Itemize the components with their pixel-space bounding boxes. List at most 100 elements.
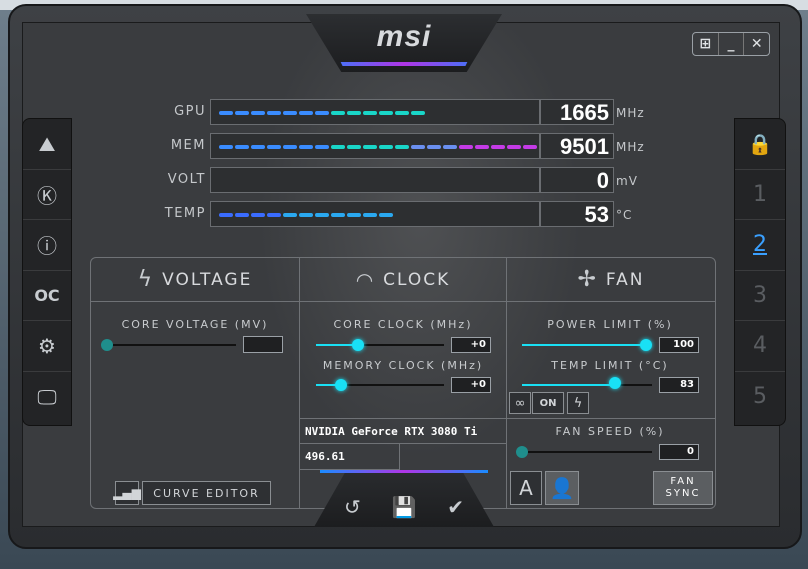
- meter-segment: [251, 213, 265, 217]
- lightning-icon[interactable]: ϟ: [567, 392, 589, 414]
- gpu-unit: MHz: [616, 106, 645, 120]
- meter-segment: [267, 213, 281, 217]
- gpu-value: 1665: [540, 99, 614, 125]
- fan-sync-button[interactable]: FAN SYNC: [653, 471, 713, 505]
- power-limit-track[interactable]: [522, 344, 652, 346]
- fan-icon: ✢: [577, 267, 598, 292]
- lock-icon[interactable]: 🔒: [735, 119, 785, 170]
- temp-value: 53: [540, 201, 614, 227]
- curve-editor-button[interactable]: CURVE EDITOR: [142, 481, 271, 505]
- fan-header: ✢ FAN: [507, 258, 715, 302]
- meter-segment: [363, 145, 377, 149]
- meter-segment: [363, 213, 377, 217]
- memory-clock-slider[interactable]: [335, 379, 347, 391]
- k-boost-icon[interactable]: Ⓚ: [23, 170, 71, 220]
- temp-unit: °C: [616, 208, 633, 222]
- meter-segment: [347, 111, 361, 115]
- bottom-action-badge: [314, 470, 494, 527]
- meter-segment: [475, 145, 489, 149]
- profile-sidebar: 🔒 1 2 3 4 5: [734, 118, 786, 426]
- close-button[interactable]: ✕: [750, 36, 763, 52]
- volt-label: VOLT: [167, 172, 206, 187]
- meter-segment: [507, 145, 521, 149]
- bottom-badge-accent: [320, 470, 488, 473]
- meter-segment: [331, 145, 345, 149]
- gpu-label: GPU: [174, 104, 206, 119]
- power-limit-input[interactable]: 100: [659, 337, 699, 353]
- temp-limit-track[interactable]: [522, 384, 652, 386]
- core-voltage-slider[interactable]: [101, 339, 113, 351]
- meter-segment: [219, 213, 233, 217]
- core-voltage-track[interactable]: [106, 344, 236, 346]
- link-icon[interactable]: ∞: [509, 392, 531, 414]
- voltage-row: VOLT 0 mV: [150, 167, 670, 193]
- meter-segment: [395, 145, 409, 149]
- meter-segment: [299, 111, 313, 115]
- top-badge-accent: [340, 62, 468, 66]
- profile-4[interactable]: 4: [735, 321, 785, 372]
- gpu-name: NVIDIA GeForce RTX 3080 Ti: [300, 418, 506, 444]
- profile-2[interactable]: 2: [735, 220, 785, 271]
- curve-editor-icon[interactable]: ▂▄▆: [113, 481, 141, 505]
- fan-divider: [507, 418, 715, 419]
- fan-speed-label: FAN SPEED (%): [555, 425, 665, 438]
- fan-speed-slider[interactable]: [516, 446, 528, 458]
- info-icon[interactable]: ⓘ: [23, 220, 71, 271]
- profile-3[interactable]: 3: [735, 271, 785, 321]
- mem-unit: MHz: [616, 140, 645, 154]
- core-clock-input[interactable]: +0: [451, 337, 491, 353]
- memory-clock-fill: [316, 384, 341, 386]
- fan-speed-track[interactable]: [522, 451, 652, 453]
- memory-clock-track[interactable]: [316, 384, 444, 386]
- meter-segment: [523, 145, 537, 149]
- temp-bar: [210, 201, 540, 227]
- profile-5[interactable]: 5: [753, 384, 767, 410]
- gpu-clock-row: GPU 1665 MHz: [150, 99, 670, 125]
- power-limit-label: POWER LIMIT (%): [547, 318, 673, 331]
- meter-segment: [219, 145, 233, 149]
- meter-segment: [315, 111, 329, 115]
- settings-icon[interactable]: ⚙: [23, 321, 71, 372]
- core-clock-track[interactable]: [316, 344, 444, 346]
- reset-icon[interactable]: ↺: [344, 495, 361, 519]
- volt-unit: mV: [616, 174, 638, 188]
- link-on-button[interactable]: ON: [532, 392, 564, 414]
- temp-limit-input[interactable]: 83: [659, 377, 699, 393]
- msi-logo-icon[interactable]: ⛰: [23, 119, 71, 170]
- power-limit-slider[interactable]: [640, 339, 652, 351]
- meter-segment: [299, 213, 313, 217]
- temp-limit-slider[interactable]: [609, 377, 621, 389]
- fan-auto-button[interactable]: A: [510, 471, 542, 505]
- meter-segment: [315, 213, 329, 217]
- core-voltage-input[interactable]: [243, 336, 283, 353]
- monitoring-icon[interactable]: 🖵: [37, 384, 57, 409]
- user-fan-icon[interactable]: 👤: [545, 471, 579, 505]
- profile-1[interactable]: 1: [735, 170, 785, 220]
- meter-segment: [283, 213, 297, 217]
- meter-segment: [347, 213, 361, 217]
- meter-segment: [491, 145, 505, 149]
- gpu-bar: [210, 99, 540, 125]
- oc-scanner-icon[interactable]: OC: [23, 271, 71, 321]
- meter-segment: [331, 111, 345, 115]
- meter-segment: [235, 145, 249, 149]
- apply-icon[interactable]: ✔: [447, 495, 464, 519]
- fan-speed-input[interactable]: 0: [659, 444, 699, 460]
- panel-divider: [299, 257, 300, 509]
- meter-segment: [315, 145, 329, 149]
- memory-clock-input[interactable]: +0: [451, 377, 491, 393]
- core-clock-slider[interactable]: [352, 339, 364, 351]
- windows-icon[interactable]: ⊞: [693, 33, 719, 55]
- meter-segment: [459, 145, 473, 149]
- core-voltage-label: CORE VOLTAGE (MV): [121, 318, 269, 331]
- minimize-button[interactable]: _: [719, 33, 745, 55]
- meter-segment: [379, 111, 393, 115]
- meter-segment: [283, 145, 297, 149]
- meter-segment: [267, 145, 281, 149]
- meter-segment: [411, 145, 425, 149]
- driver-version: 496.61: [300, 444, 400, 470]
- meter-segment: [443, 145, 457, 149]
- mem-bar: [210, 133, 540, 159]
- save-icon[interactable]: 💾: [391, 495, 417, 519]
- core-clock-fill: [316, 344, 358, 346]
